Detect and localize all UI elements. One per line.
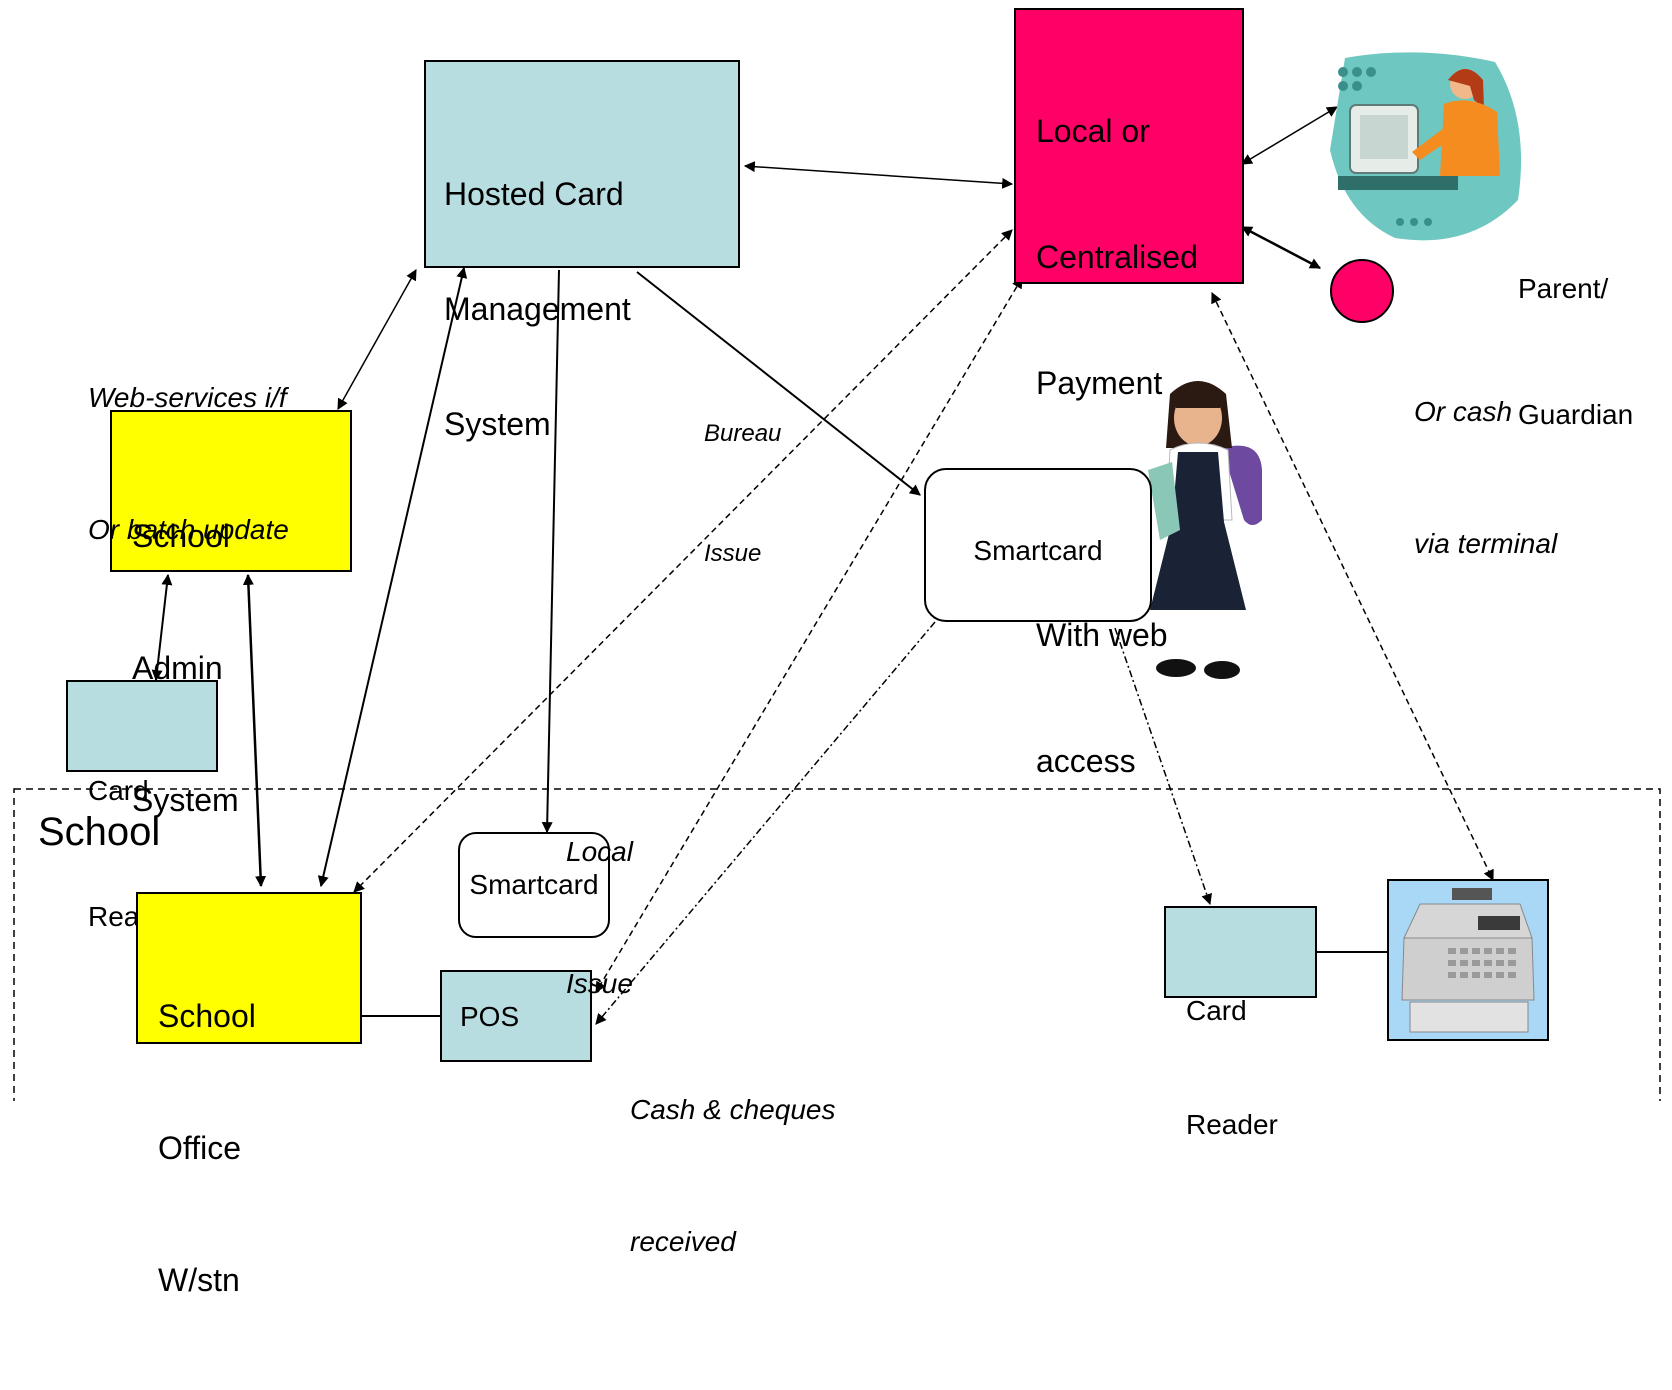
- school-admin-system-box: School Admin System: [110, 410, 352, 818]
- web-services-label: Web-services i/f Or batch update: [88, 288, 289, 596]
- edge-payment-pos-dashed: [595, 277, 1023, 993]
- local-issue-line-1: Local: [566, 836, 633, 867]
- school-office-label-line-2: Office: [158, 1130, 241, 1166]
- parent-at-computer-icon: [1330, 52, 1522, 241]
- payment-label-line-2: Centralised: [1036, 239, 1198, 275]
- web-services-line-1: Web-services i/f: [88, 382, 287, 413]
- parent-guardian-line-2: Guardian: [1518, 399, 1634, 430]
- school-zone-label: School: [38, 810, 161, 854]
- smartcard-bureau-box: Smartcard: [924, 468, 1152, 622]
- school-office-workstation-box: School Office W/stn: [136, 892, 362, 1298]
- payment-label-line-3: Payment: [1036, 365, 1163, 401]
- hosted-cms-label-line-2: Management: [444, 290, 631, 327]
- card-reader-admin-line-1: Card: [88, 775, 149, 806]
- edge-payment-cash-terminal: [1241, 225, 1321, 270]
- edge-cms-payment: [743, 161, 1014, 189]
- cash-cheques-line-2: received: [630, 1226, 736, 1257]
- edge-admin-cardreader: [151, 573, 173, 682]
- or-cash-label: Or cash via terminal: [1414, 302, 1557, 610]
- bureau-issue-line-2: Issue: [704, 540, 762, 567]
- hosted-cms-label-line-3: System: [444, 406, 551, 443]
- edge-smartcard-pos-dashdot: [595, 621, 936, 1025]
- card-reader-school-box: Card Reader: [1164, 906, 1317, 1140]
- payment-label-line-6: access: [1036, 743, 1136, 779]
- bureau-issue-label: Bureau Issue: [704, 334, 781, 614]
- payment-service-box: Local or Centralised Payment Service Wit…: [1014, 8, 1244, 779]
- edge-admin-office: [242, 573, 267, 888]
- or-cash-line-1: Or cash: [1414, 396, 1513, 427]
- card-reader-admin-box: Card Reader: [66, 680, 218, 932]
- school-office-label-line-1: School: [158, 998, 256, 1034]
- school-admin-label-line-1: School: [132, 518, 230, 554]
- or-cash-line-2: via terminal: [1414, 528, 1558, 559]
- bureau-issue-line-1: Bureau: [704, 420, 782, 447]
- edge-cms-school-office: [317, 266, 468, 888]
- local-issue-line-2: Issue: [566, 968, 633, 999]
- edge-payment-register-dashed: [1211, 292, 1494, 881]
- web-services-line-2: Or batch update: [88, 514, 289, 545]
- cash-register-icon: [1387, 879, 1549, 1041]
- card-reader-school-line-1: Card: [1186, 995, 1247, 1026]
- local-issue-label: Local Issue: [566, 742, 633, 1050]
- smartcard-local-box: Smartcard: [458, 832, 610, 938]
- edge-payment-parent: [1241, 106, 1338, 165]
- parent-guardian-label: Parent/ Guardian: [1518, 184, 1633, 478]
- cash-terminal-circle-icon: [1330, 259, 1394, 323]
- edge-smartcard-cardreader-dashdot: [1114, 627, 1212, 906]
- smartcard-bureau-label: Smartcard: [973, 535, 1103, 566]
- hosted-card-management-system-box: Hosted Card Management System: [424, 60, 740, 442]
- pos-box: POS: [440, 970, 592, 1062]
- payment-label-line-1: Local or: [1036, 113, 1150, 149]
- hosted-cms-label-line-1: Hosted Card: [444, 175, 624, 212]
- school-admin-label-line-3: System: [132, 782, 239, 818]
- pos-label: POS: [460, 1001, 520, 1032]
- diagram-canvas: [13, 52, 1661, 1101]
- card-reader-school-line-2: Reader: [1186, 1109, 1278, 1140]
- payment-label-line-5: With web: [1036, 617, 1168, 653]
- parent-guardian-line-1: Parent/: [1518, 273, 1609, 304]
- cash-cheques-line-1: Cash & cheques: [630, 1094, 836, 1125]
- school-office-label-line-3: W/stn: [158, 1262, 240, 1298]
- cash-cheques-label: Cash & cheques received: [630, 1000, 835, 1308]
- smartcard-local-label: Smartcard: [469, 869, 599, 900]
- schoolgirl-icon: [1148, 381, 1262, 679]
- edge-cms-school-admin: [337, 269, 417, 410]
